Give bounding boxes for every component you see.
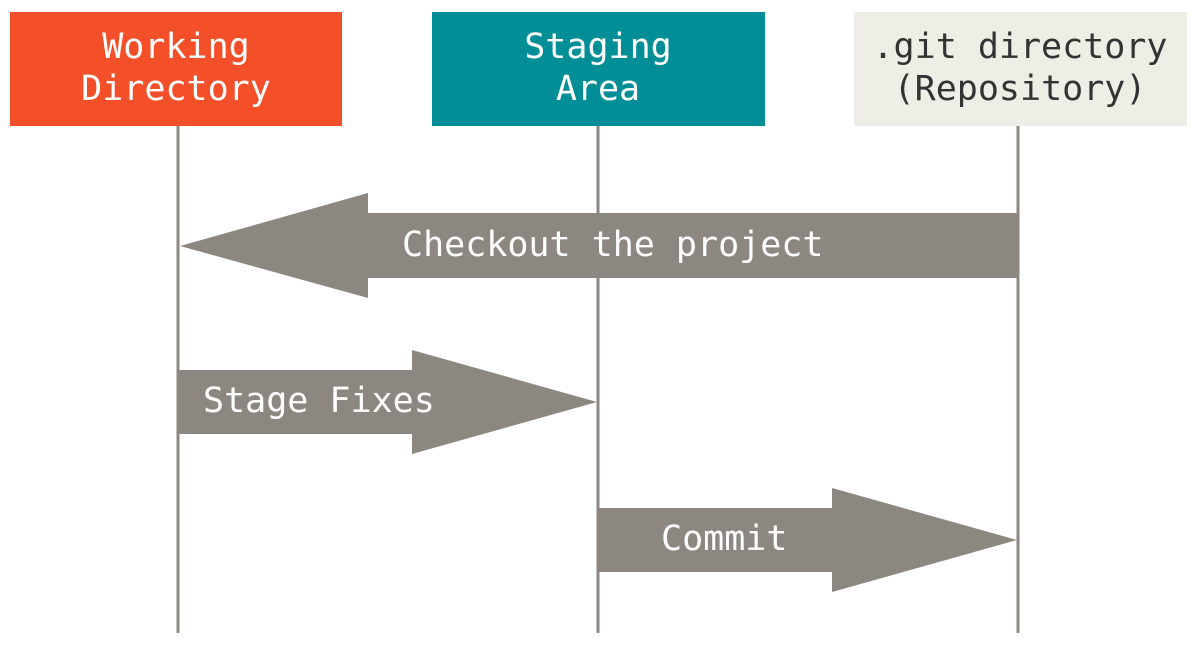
repository-label-line2: (Repository) xyxy=(894,69,1147,109)
working-directory-box xyxy=(10,12,342,126)
stage-fixes-arrow: Stage Fixes xyxy=(178,350,597,454)
working-directory-label-line2: Directory xyxy=(81,69,271,109)
checkout-arrow-shape xyxy=(180,193,1018,298)
staging-area-label-line1: Staging xyxy=(524,27,672,67)
staging-area-label-line2: Area xyxy=(556,69,640,109)
repository-box xyxy=(854,12,1187,126)
working-directory-header: Working Directory xyxy=(10,12,342,126)
commit-arrow: Commit xyxy=(598,488,1017,592)
checkout-arrow-label: Checkout the project xyxy=(402,225,823,265)
commit-arrow-shape xyxy=(598,488,1017,592)
stage-fixes-arrow-shape xyxy=(178,350,597,454)
staging-area-header: Staging Area xyxy=(432,12,765,126)
repository-label-line1: .git directory xyxy=(872,27,1167,67)
stage-fixes-arrow-label: Stage Fixes xyxy=(203,381,435,421)
working-directory-label-line1: Working xyxy=(102,27,250,67)
checkout-arrow: Checkout the project xyxy=(180,193,1018,298)
repository-header: .git directory (Repository) xyxy=(854,12,1187,126)
commit-arrow-label: Commit xyxy=(661,519,787,559)
staging-area-box xyxy=(432,12,765,126)
